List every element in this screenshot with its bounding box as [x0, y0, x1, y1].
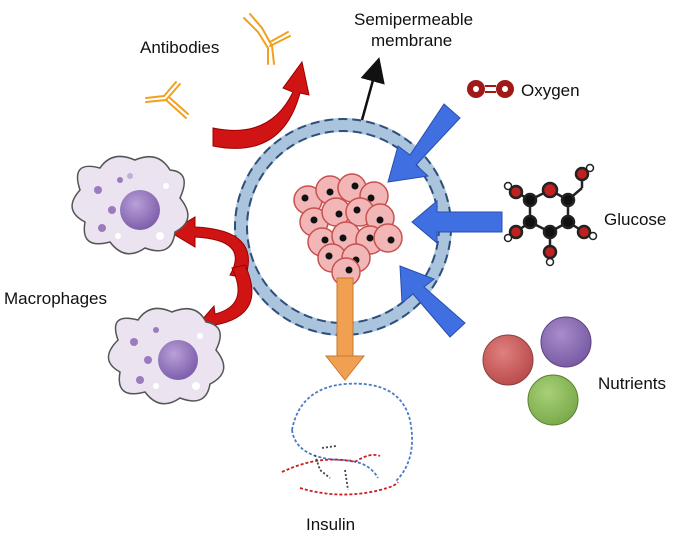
membrane-label-line2: membrane: [371, 31, 452, 50]
macrophage-upper-icon: [71, 155, 189, 255]
glucose-molecule-icon: [503, 163, 598, 267]
islet-cell-nucleus: [387, 236, 395, 244]
islet-cell-nucleus: [325, 252, 333, 260]
islet-cell-nucleus: [376, 216, 384, 224]
islet-cell-nucleus: [310, 216, 318, 224]
antibodies-label: Antibodies: [140, 38, 219, 57]
membrane-pointer-arrow: [360, 57, 385, 121]
oxygen-inflow-arrow: [387, 103, 461, 183]
islet-cell: [373, 223, 403, 253]
islet-cell-cluster: [293, 173, 403, 287]
oxygen-molecule-icon: [467, 80, 514, 98]
islet-cell-nucleus: [321, 236, 329, 244]
nutrients-label: Nutrients: [598, 374, 666, 393]
glucose-label: Glucose: [604, 210, 666, 229]
antibody-blocked-arrow: [212, 60, 310, 149]
macrophages-label: Macrophages: [4, 289, 107, 308]
islet-cell-nucleus: [366, 234, 374, 242]
islet-cell-nucleus: [351, 182, 359, 190]
islet-cell-nucleus: [339, 234, 347, 242]
oxygen-label: Oxygen: [521, 81, 580, 100]
membrane-label-line1: Semipermeable: [354, 10, 473, 29]
islet-cell-nucleus: [335, 210, 343, 218]
macrophage-upper-blocked-arrow: [169, 216, 249, 279]
insulin-release-arrow: [324, 277, 366, 381]
nutrients-inflow-arrow: [399, 265, 466, 338]
antibody-left-icon: [145, 81, 189, 119]
insulin-chain-icon: [281, 382, 413, 496]
antibody-top-icon: [243, 13, 291, 65]
nutrients-icon: [482, 316, 592, 426]
islet-cell-nucleus: [345, 266, 353, 274]
insulin-label: Insulin: [306, 515, 355, 534]
macrophage-lower-icon: [107, 307, 225, 405]
islet-cell-nucleus: [367, 194, 375, 202]
glucose-inflow-arrow: [411, 199, 503, 245]
islet-cell-nucleus: [301, 194, 309, 202]
islet-cell-nucleus: [326, 188, 334, 196]
islet-cell-nucleus: [353, 206, 361, 214]
